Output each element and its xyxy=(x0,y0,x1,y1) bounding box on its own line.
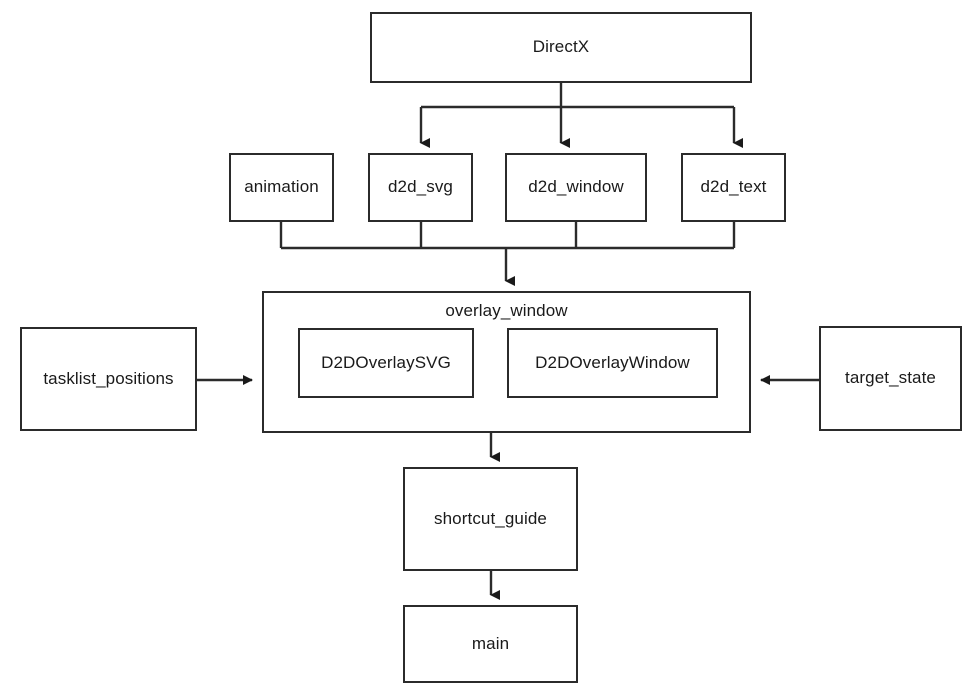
node-directx[interactable]: DirectX xyxy=(370,12,752,83)
node-main[interactable]: main xyxy=(403,605,578,683)
node-d2d-svg[interactable]: d2d_svg xyxy=(368,153,473,222)
cluster-overlay-window[interactable]: overlay_window xyxy=(262,291,751,433)
node-d2doverlaywindow-label: D2DOverlayWindow xyxy=(535,352,690,372)
node-target-state[interactable]: target_state xyxy=(819,326,962,431)
node-animation-label: animation xyxy=(244,177,319,197)
node-main-label: main xyxy=(471,633,510,653)
node-d2doverlaywindow[interactable]: D2DOverlayWindow xyxy=(507,328,718,398)
node-animation[interactable]: animation xyxy=(229,153,334,222)
node-d2d-svg-label: d2d_svg xyxy=(388,177,453,197)
node-directx-label: DirectX xyxy=(532,37,590,57)
node-d2doverlaysvg[interactable]: D2DOverlaySVG xyxy=(298,328,474,398)
node-d2d-window-label: d2d_window xyxy=(528,177,624,197)
node-d2d-window[interactable]: d2d_window xyxy=(505,153,647,222)
node-tasklist-positions[interactable]: tasklist_positions xyxy=(20,327,197,431)
node-shortcut-guide[interactable]: shortcut_guide xyxy=(403,467,578,571)
node-d2doverlaysvg-label: D2DOverlaySVG xyxy=(321,352,451,372)
node-target-state-label: target_state xyxy=(845,368,936,388)
node-d2d-text-label: d2d_text xyxy=(700,177,767,197)
node-d2d-text[interactable]: d2d_text xyxy=(681,153,786,222)
node-tasklist-positions-label: tasklist_positions xyxy=(43,368,174,388)
cluster-overlay-window-label: overlay_window xyxy=(445,301,568,320)
node-shortcut-guide-label: shortcut_guide xyxy=(434,508,547,528)
